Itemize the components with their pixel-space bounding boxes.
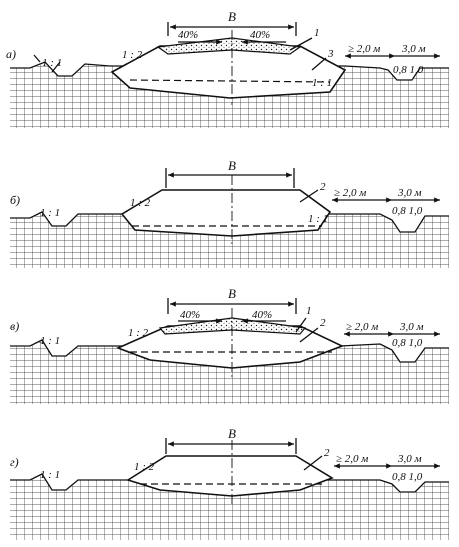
- panel-v-slope-label: 1 : 2: [128, 327, 149, 339]
- panel-g-ditch-dims: 0,8 1,0: [392, 471, 423, 483]
- panel-v-ditch-slope: 1 : 1: [40, 335, 60, 347]
- panel-a-ditch-width: 3,0 м: [401, 43, 426, 55]
- panel-g-slope-label: 1 : 2: [134, 461, 155, 473]
- panel-a-label: а): [6, 47, 16, 61]
- panel-g-ditch-width: 3,0 м: [397, 453, 422, 465]
- panel-v-berm-label: ≥ 2,0 м: [346, 321, 378, 333]
- panel-g-label: г): [10, 455, 19, 469]
- panel-v-crossfall-left: 40%: [180, 309, 200, 321]
- panel-v-width-label: B: [228, 286, 236, 301]
- panel-v-callout-2: 2: [320, 317, 326, 329]
- panel-a-crossfall-left: 40%: [178, 29, 198, 41]
- panel-b-callout-2: 2: [320, 181, 326, 193]
- panel-g-embankment: [126, 455, 334, 497]
- panel-g-soil: [10, 474, 449, 540]
- panel-b-slope-mark: 1 : 1: [308, 213, 328, 225]
- panel-g-berm-label: ≥ 2,0 м: [336, 453, 368, 465]
- panel-v-callout-1: 1: [306, 305, 312, 317]
- panel-b-ditch-dims: 0,8 1,0: [392, 205, 423, 217]
- panel-v-crossfall-right: 40%: [252, 309, 272, 321]
- panel-a-width-label: B: [228, 9, 236, 24]
- panel-a-ditch-slope: 1 : 1: [42, 57, 62, 69]
- panel-g-width-label: B: [228, 426, 236, 441]
- panel-g-ditch-slope: 1 : 1: [40, 469, 60, 481]
- panel-v: в) B 1 : 2 40% 40% 1 2 ≥ 2,0 м 3,0 м 0,8…: [10, 286, 449, 404]
- panel-b-soil: [10, 212, 449, 268]
- panel-b-label: б): [10, 193, 20, 207]
- panel-v-ditch-dims: 0,8 1,0: [392, 337, 423, 349]
- panel-g: г) B 1 : 2 2 ≥ 2,0 м 3,0 м 0,8 1,0 1 : 1: [10, 426, 449, 540]
- panel-g-callout-2: 2: [324, 447, 330, 459]
- panel-a-berm-label: ≥ 2,0 м: [348, 43, 380, 55]
- panel-b-embankment: [120, 189, 332, 237]
- panel-a: а) B 1 : 2 40% 40% 1 3 ≥ 2,0 м 3,0 м 0,8…: [6, 9, 449, 128]
- panel-v-ditch-width: 3,0 м: [399, 321, 424, 333]
- panel-b: б) B 1 : 2 2 ≥ 2,0 м 3,0 м 0,8 1,0 1 : 1…: [10, 158, 449, 268]
- panel-v-label: в): [10, 319, 19, 333]
- panel-a-crossfall-right: 40%: [250, 29, 270, 41]
- panel-a-embankment: [110, 45, 347, 99]
- panel-v-soil: [10, 340, 449, 404]
- panel-b-width-label: B: [228, 158, 236, 173]
- panel-a-slope-label: 1 : 2: [122, 49, 143, 61]
- panel-a-callout-1: 1: [314, 27, 320, 39]
- panel-b-slope-label: 1 : 2: [130, 197, 151, 209]
- panel-a-slope-mark: 1 : 1: [312, 77, 332, 89]
- panel-a-ditch-dims: 0,8 1,0: [393, 64, 424, 76]
- panel-b-ditch-slope: 1 : 1: [40, 207, 60, 219]
- panel-b-ditch-width: 3,0 м: [397, 187, 422, 199]
- panel-b-berm-label: ≥ 2,0 м: [334, 187, 366, 199]
- panel-a-callout-3: 3: [327, 48, 334, 60]
